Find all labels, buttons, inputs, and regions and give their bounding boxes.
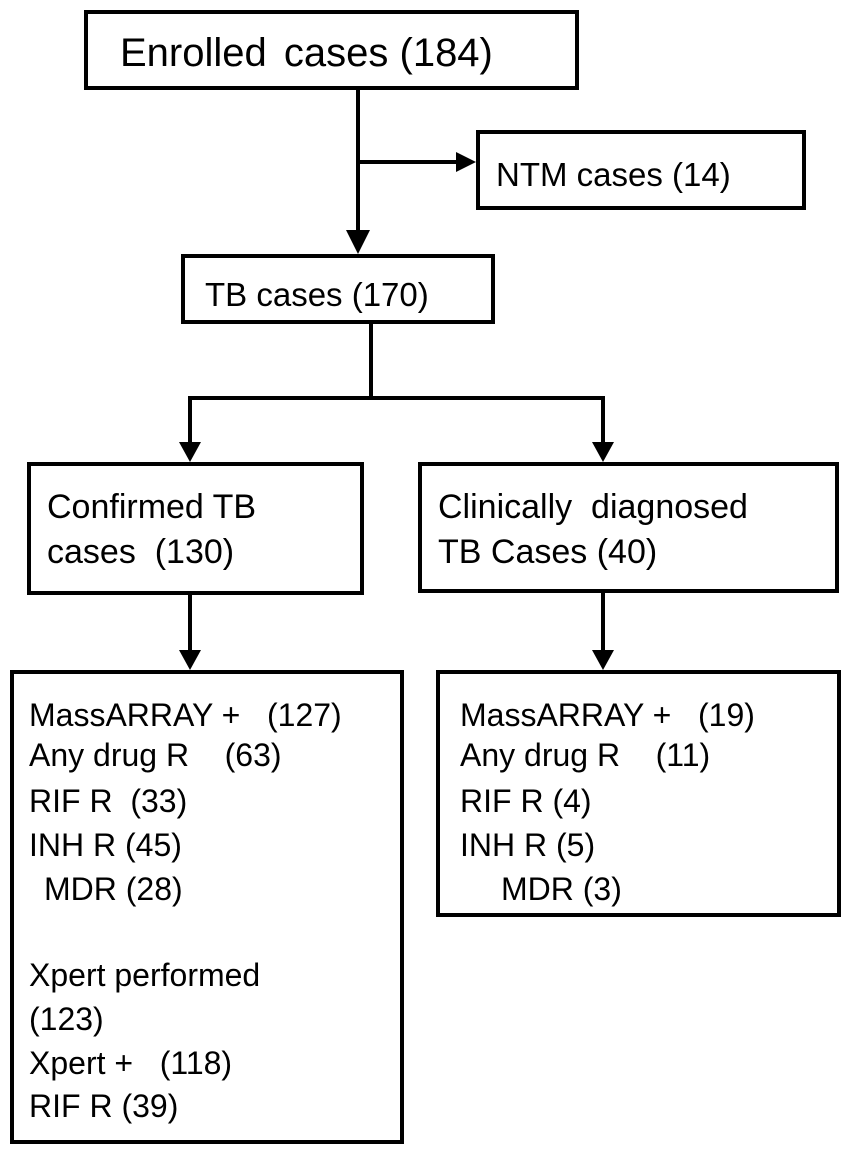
arrowhead-to-ntm — [456, 152, 476, 172]
tb-cases-label: TB cases (170) — [205, 276, 429, 313]
clinical-rif-line: RIF R (4) — [460, 783, 592, 819]
clinical-tb-line2: TB Cases (40) — [438, 533, 658, 571]
confirmed-tb-line2: cases (130) — [47, 533, 235, 571]
clinical-results-box: MassARRAY + (19) Any drug R (11) RIF R (… — [436, 670, 841, 917]
confirmed-any-drug-line: Any drug R (63) — [29, 737, 282, 773]
confirmed-tb-box: Confirmed TB cases (130) — [27, 462, 364, 595]
enrolled-cases-label: Enrolled cases (184) — [120, 33, 493, 73]
enrolled-word: Enrolled — [120, 31, 267, 75]
confirmed-mdr-line: MDR (28) — [44, 871, 183, 907]
confirmed-inh-line: INH R (45) — [29, 827, 182, 863]
clinical-mdr-line: MDR (3) — [501, 871, 622, 907]
tb-cases-box: TB cases (170) — [181, 254, 495, 324]
confirmed-tb-line1: Confirmed TB — [47, 488, 257, 526]
arrowhead-to-tb — [346, 230, 370, 254]
confirmed-massarray-line: MassARRAY + (127) — [29, 697, 342, 733]
arrowhead-to-clinical-results — [592, 650, 614, 670]
ntm-cases-box: NTM cases (14) — [476, 130, 806, 210]
confirmed-xpert-performed-count: (123) — [29, 1001, 104, 1037]
clinical-tb-box: Clinically diagnosed TB Cases (40) — [418, 462, 839, 593]
clinical-any-drug-line: Any drug R (11) — [460, 737, 711, 773]
clinical-inh-line: INH R (5) — [460, 827, 596, 863]
enrolled-cases-count: cases (184) — [283, 31, 493, 75]
ntm-cases-label: NTM cases (14) — [496, 156, 731, 193]
confirmed-xpert-positive-line: Xpert + (118) — [29, 1045, 233, 1081]
arrowhead-to-confirmed-results — [179, 650, 201, 670]
confirmed-results-box: MassARRAY + (127) Any drug R (63) RIF R … — [10, 670, 404, 1144]
clinical-massarray-line: MassARRAY + (19) — [460, 697, 755, 733]
arrowhead-to-clinical — [592, 442, 614, 462]
arrowhead-to-confirmed — [179, 442, 201, 462]
clinical-tb-line1: Clinically diagnosed — [438, 488, 748, 526]
confirmed-rif-line: RIF R (33) — [29, 783, 188, 819]
enrolled-cases-box: Enrolled cases (184) — [84, 10, 579, 90]
confirmed-xpert-performed-line: Xpert performed — [29, 957, 261, 993]
confirmed-xpert-rif-line: RIF R (39) — [29, 1088, 179, 1124]
